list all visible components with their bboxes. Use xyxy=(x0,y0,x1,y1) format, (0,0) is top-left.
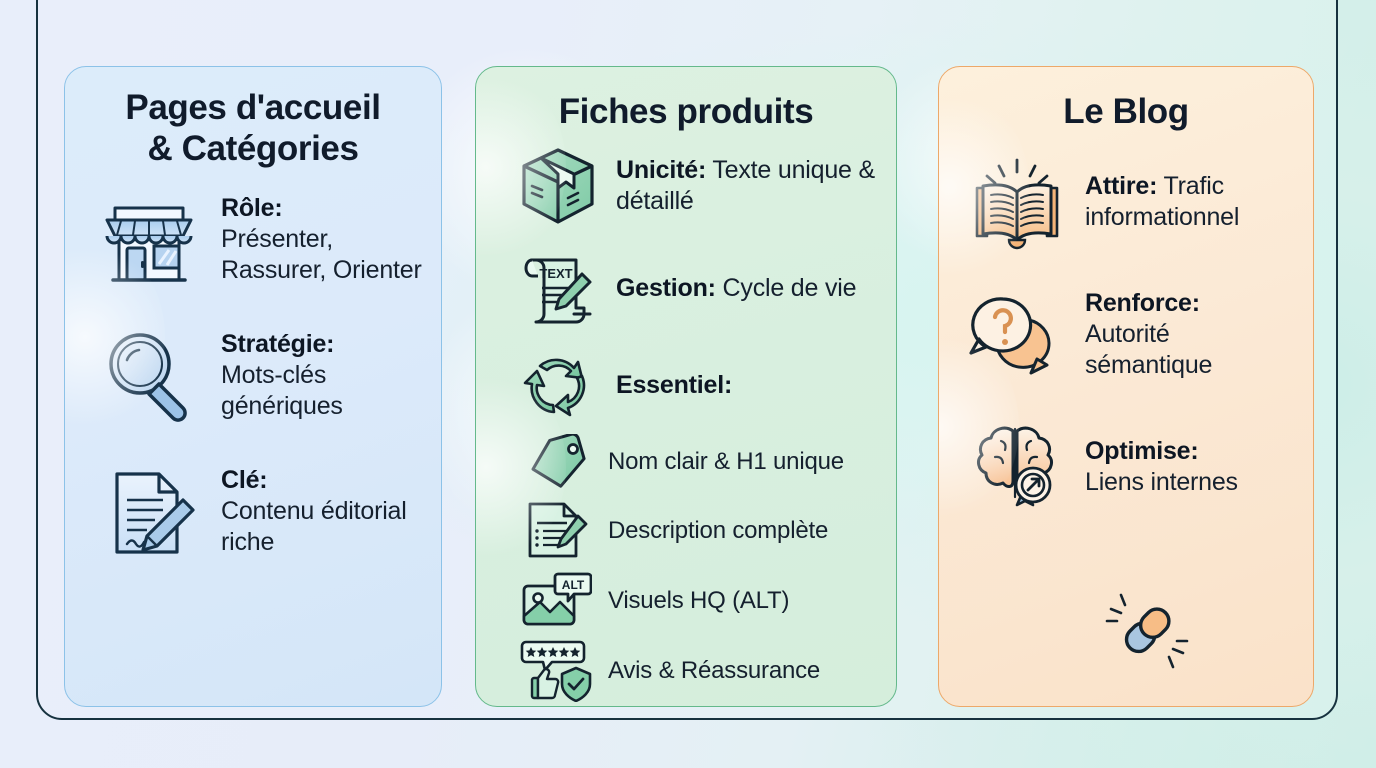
list-item: Description complète xyxy=(516,500,880,562)
document-pen-icon xyxy=(95,460,203,564)
list-item: ALT Visuels HQ (ALT) xyxy=(516,572,880,630)
product-items-list: Unicité: Texte unique & détaillé TEXT xyxy=(476,144,896,703)
home-items-list: Rôle: Présenter, Rassurer, Orienter xyxy=(65,188,441,564)
image-alt-icon: ALT xyxy=(516,572,594,630)
blog-items-list: Attire: Trafic informationnel Renfo xyxy=(939,154,1313,515)
list-item-desc: Texte unique & détaillé xyxy=(616,156,875,216)
column-card-home: Pages d'accueil & Catégories xyxy=(64,66,442,707)
list-item-desc: Cycle de vie xyxy=(722,273,857,302)
list-item-text: Optimise: Liens internes xyxy=(1085,436,1238,498)
list-item-label: Gestion: xyxy=(616,273,716,302)
list-item-text: Stratégie: Mots-clés génériques xyxy=(221,329,425,422)
list-item-label: Optimise: xyxy=(1085,437,1199,466)
list-item-label: Unicité: xyxy=(616,156,707,185)
chain-link-icon xyxy=(1099,583,1195,684)
column-card-blog: Le Blog xyxy=(938,66,1314,707)
list-item: TEXT Gestion: Cycle de vie xyxy=(516,248,880,328)
list-item-label: Renforce: xyxy=(1085,289,1200,318)
brain-badge-icon xyxy=(965,419,1069,515)
column-title-home-line1: Pages d'accueil xyxy=(125,88,381,127)
description-list-pencil-icon xyxy=(516,500,594,562)
list-item-text: Clé: Contenu éditorial riche xyxy=(221,465,425,558)
text-scroll-pencil-icon: TEXT xyxy=(516,248,600,328)
list-item-text: Renforce: Autorité sémantique xyxy=(1085,288,1297,381)
list-item-text: Rôle: Présenter, Rassurer, Orienter xyxy=(221,193,425,286)
column-title-home-line2: & Catégories xyxy=(147,129,359,169)
package-box-icon xyxy=(516,144,600,228)
list-item-desc: Trafic informationnel xyxy=(1085,172,1240,232)
list-item: Nom clair & H1 unique xyxy=(516,434,880,490)
list-item-desc: Description complète xyxy=(608,517,829,545)
column-title-product: Fiches produits xyxy=(558,92,814,131)
list-item-desc: Avis & Réassurance xyxy=(608,657,821,685)
storefront-icon xyxy=(95,188,203,292)
list-item: Unicité: Texte unique & détaillé xyxy=(516,144,880,228)
svg-text:TEXT: TEXT xyxy=(539,266,572,281)
magnifier-icon xyxy=(95,324,203,428)
list-item: Essentiel: xyxy=(516,348,880,422)
list-item-label: Clé: xyxy=(221,466,268,495)
list-item: Avis & Réassurance xyxy=(516,640,880,703)
list-item-desc: Nom clair & H1 unique xyxy=(608,448,844,476)
infographic-frame: Pages d'accueil & Catégories xyxy=(36,0,1338,720)
list-item-text: Gestion: Cycle de vie xyxy=(616,273,857,304)
column-card-product: Fiches produits xyxy=(475,66,897,707)
list-item: Clé: Contenu éditorial riche xyxy=(95,460,425,564)
list-item-desc: Visuels HQ (ALT) xyxy=(608,587,790,615)
list-item-desc: Autorité sémantique xyxy=(1085,320,1213,380)
list-item: Renforce: Autorité sémantique xyxy=(965,288,1297,381)
list-item-desc: Liens internes xyxy=(1085,468,1238,497)
recycle-cycle-icon xyxy=(516,348,600,422)
column-title-home: Pages d'accueil & Catégories xyxy=(65,87,441,170)
price-tag-icon xyxy=(516,434,594,490)
list-item-desc: Mots-clés génériques xyxy=(221,361,343,421)
list-item: Optimise: Liens internes xyxy=(965,419,1297,515)
list-item-label: Stratégie: xyxy=(221,330,335,359)
list-item-desc: Présenter, Rassurer, Orienter xyxy=(221,225,422,285)
column-title-blog: Le Blog xyxy=(1063,92,1189,131)
list-item: Attire: Trafic informationnel xyxy=(965,154,1297,250)
list-item-label: Attire: xyxy=(1085,172,1158,201)
svg-text:ALT: ALT xyxy=(562,578,585,592)
review-thumbsup-shield-icon xyxy=(516,640,594,703)
list-item-text: Essentiel: xyxy=(616,370,732,401)
list-item-text: Attire: Trafic informationnel xyxy=(1085,171,1297,233)
open-book-icon xyxy=(965,154,1069,250)
list-item: Stratégie: Mots-clés génériques xyxy=(95,324,425,428)
list-item-desc: Contenu éditorial riche xyxy=(221,497,407,557)
list-item: Rôle: Présenter, Rassurer, Orienter xyxy=(95,188,425,292)
question-speech-bubble-icon xyxy=(965,289,1069,381)
list-item-label: Essentiel: xyxy=(616,370,733,399)
list-item-text: Unicité: Texte unique & détaillé xyxy=(616,155,880,217)
list-item-label: Rôle: xyxy=(221,194,283,223)
